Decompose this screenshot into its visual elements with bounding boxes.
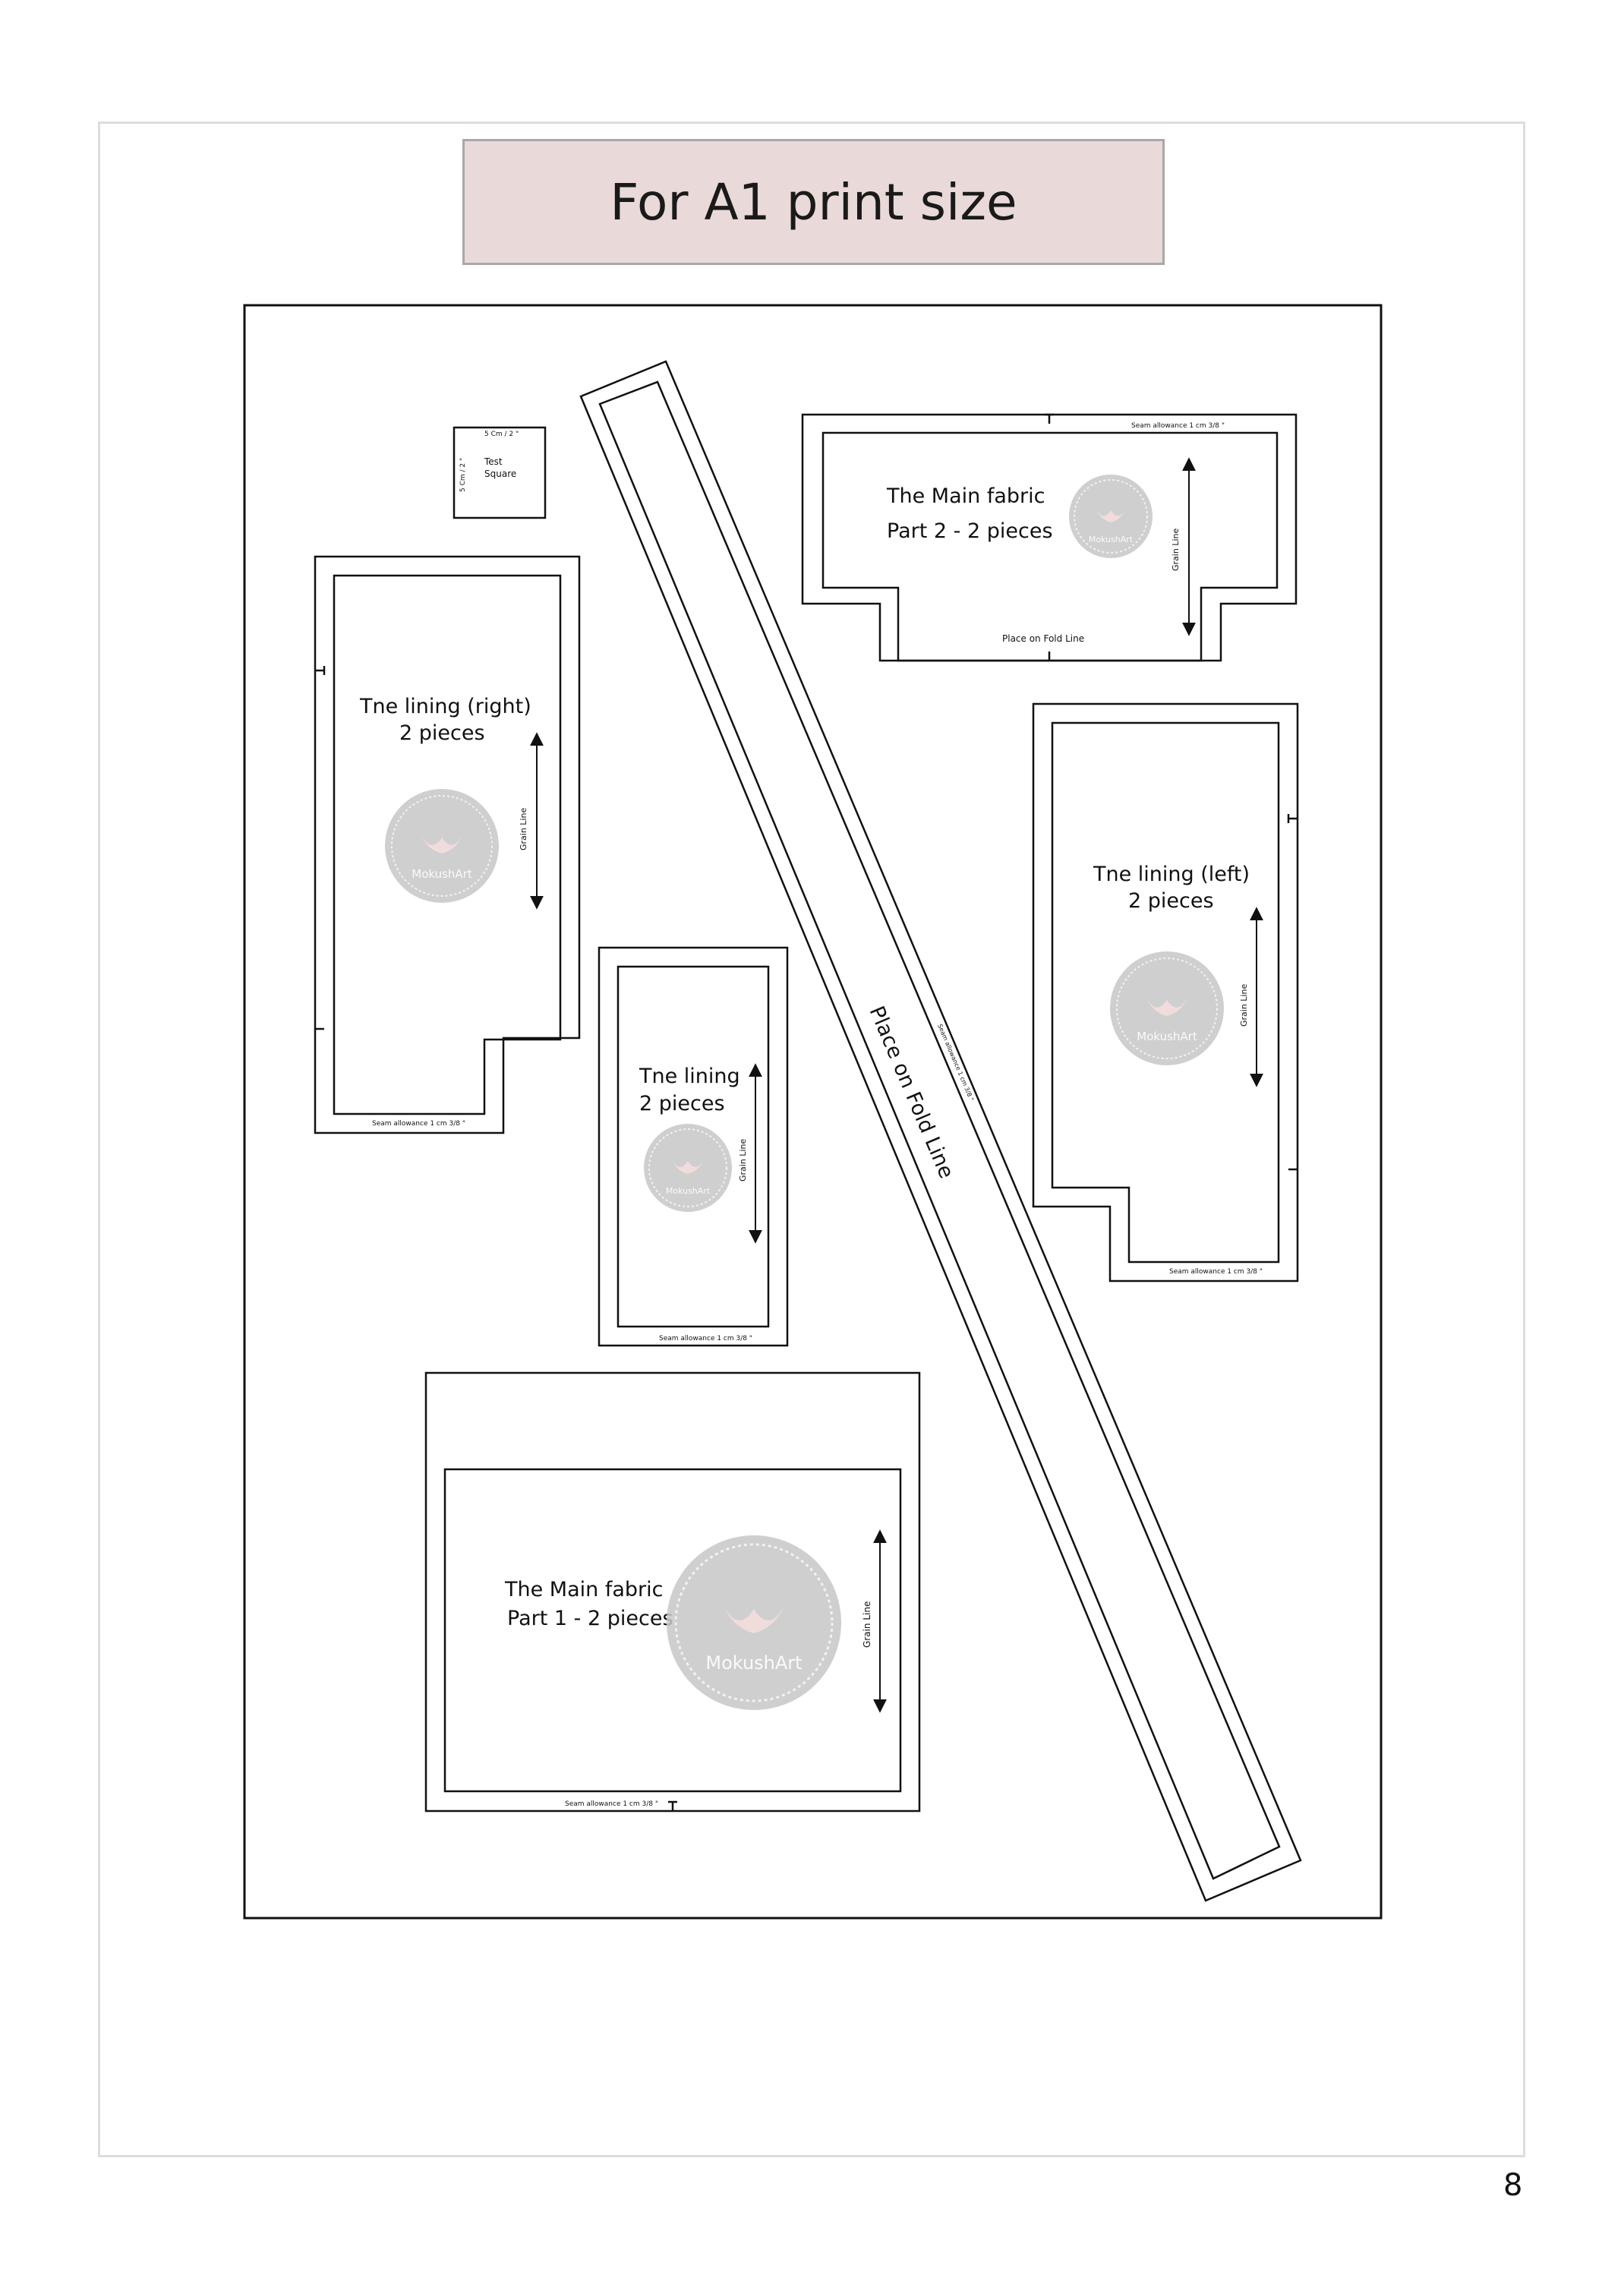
test-square-label-2: Square: [484, 469, 516, 479]
test-square-label-1: Test: [484, 456, 503, 467]
main-part2-seam-label: Seam allowance 1 cm 3/8 ": [1131, 422, 1225, 430]
main-part1-line1: The Main fabric: [504, 1578, 663, 1601]
main-part2-line1: The Main fabric: [886, 484, 1045, 508]
lining-right-seam-label: Seam allowance 1 cm 3/8 ": [372, 1120, 465, 1128]
watermark-text: MokushArt: [1089, 535, 1134, 544]
watermark-text: MokushArt: [666, 1186, 711, 1196]
lining-left-grain-label: Grain Line: [1239, 984, 1249, 1027]
watermark-text: MokushArt: [412, 867, 472, 881]
lining-left-line1: Tne lining (left): [1093, 863, 1250, 886]
lining-right-line1: Tne lining (right): [359, 695, 531, 718]
lining-right-piece: Seam allowance 1 cm 3/8 " Tne lining (ri…: [314, 555, 581, 1134]
lining-center-line1: Tne lining: [639, 1065, 740, 1088]
lining-left-seam-label: Seam allowance 1 cm 3/8 ": [1169, 1268, 1263, 1276]
test-square: 5 Cm / 2 " 5 Cm / 2 " Test Square: [453, 426, 547, 519]
main-fabric-part1-piece: Seam allowance 1 cm 3/8 " The Main fabri…: [424, 1371, 921, 1813]
lining-right-grain-label: Grain Line: [519, 808, 528, 850]
strap-seam-label: Seam allowance 1 cm 3/8 ": [936, 1023, 975, 1102]
main-part2-grain-label: Grain Line: [1171, 528, 1181, 571]
lining-left-line2: 2 pieces: [1128, 889, 1214, 913]
page-frame: [98, 121, 1525, 2157]
watermark-logo: MokushArt: [1069, 475, 1153, 558]
watermark-text: MokushArt: [1137, 1030, 1197, 1043]
watermark-logo: MokushArt: [644, 1124, 732, 1212]
main-part1-grain-label: Grain Line: [862, 1601, 872, 1648]
page-title-banner: For A1 print size: [462, 139, 1165, 265]
main-part1-line2: Part 1 - 2 pieces: [507, 1607, 673, 1630]
lining-left-piece: Seam allowance 1 cm 3/8 " Tne lining (le…: [1032, 702, 1299, 1283]
watermark-logo: MokushArt: [667, 1535, 841, 1710]
test-square-size-top: 5 Cm / 2 ": [484, 431, 519, 438]
page-number: 8: [1503, 2168, 1523, 2203]
lining-right-line2: 2 pieces: [399, 721, 485, 745]
page-title: For A1 print size: [610, 172, 1017, 232]
a1-sheet-outline: [243, 304, 1383, 1920]
main-part2-line2: Part 2 - 2 pieces: [887, 519, 1053, 543]
lining-center-line2: 2 pieces: [639, 1092, 725, 1115]
main-fabric-part2-piece: Seam allowance 1 cm 3/8 " The Main fabri…: [801, 413, 1298, 662]
lining-center-piece: Seam allowance 1 cm 3/8 " Tne lining 2 p…: [598, 946, 789, 1347]
watermark-text: MokushArt: [705, 1652, 802, 1674]
lining-center-grain-label: Grain Line: [738, 1139, 748, 1182]
test-square-size-side: 5 Cm / 2 ": [459, 458, 467, 492]
main-part1-seam-label: Seam allowance 1 cm 3/8 ": [565, 1800, 658, 1808]
watermark-logo: MokushArt: [385, 789, 499, 903]
watermark-logo: MokushArt: [1110, 951, 1224, 1065]
lining-center-seam-label: Seam allowance 1 cm 3/8 ": [659, 1335, 752, 1343]
main-part2-fold-label: Place on Fold Line: [1002, 633, 1084, 644]
